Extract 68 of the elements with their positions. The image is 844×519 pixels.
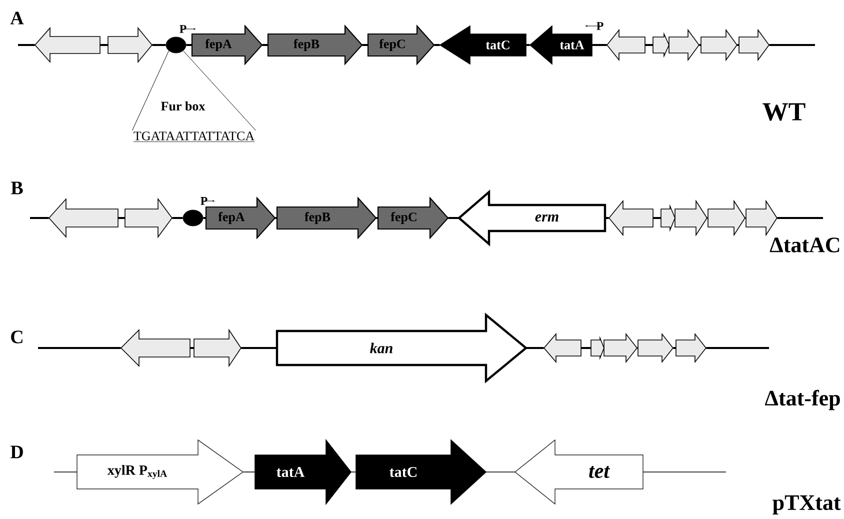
gene-symbol — [700, 28, 738, 62]
region-label: WT — [762, 103, 806, 121]
gene-symbol — [738, 28, 770, 62]
fur-box-ellipse — [182, 210, 204, 226]
sequence-text: TGATAATTATTATCA — [133, 132, 255, 142]
backbone-line — [18, 44, 35, 46]
gene-symbol — [668, 28, 700, 62]
backbone-line — [203, 217, 206, 219]
gene-symbol — [746, 200, 778, 236]
gene-symbol — [543, 332, 582, 364]
backbone-line — [707, 217, 708, 219]
panel-letter: C — [11, 330, 22, 344]
backbone-line — [581, 346, 591, 349]
backbone-line — [605, 217, 609, 219]
backbone-line — [673, 346, 676, 349]
gene-symbol — [34, 26, 100, 64]
backbone-line — [172, 217, 183, 219]
backbone-line — [526, 346, 544, 349]
gene-symbol — [590, 336, 604, 360]
backbone-line — [376, 217, 378, 219]
gene-symbol — [604, 332, 638, 364]
strain-label: pTXtat — [772, 495, 841, 515]
backbone-line — [526, 44, 530, 46]
backbone-line — [777, 217, 823, 219]
gene-symbol — [674, 200, 708, 236]
gene-symbol — [608, 200, 654, 236]
leader-line — [132, 50, 170, 131]
gene-symbol — [606, 28, 646, 62]
backbone-line — [653, 217, 661, 219]
backbone-line — [362, 44, 368, 46]
gene-symbol — [660, 204, 676, 232]
gene-symbol — [194, 328, 242, 368]
strain-label: ΔtatAC — [770, 238, 840, 252]
backbone-line — [592, 44, 607, 46]
gene-symbol — [124, 198, 172, 238]
strain-label: Δtat-fep — [765, 390, 840, 410]
backbone-line — [186, 44, 192, 46]
backbone-line — [152, 44, 166, 46]
backbone-line — [448, 217, 459, 219]
backbone-line — [118, 217, 125, 219]
gene-symbol — [676, 332, 706, 364]
gene-symbol — [638, 332, 674, 364]
region-label: Fur box — [161, 101, 206, 111]
gene-symbol — [120, 329, 190, 367]
gene-symbol — [708, 200, 746, 236]
backbone-line — [100, 44, 108, 46]
backbone-line — [241, 346, 277, 349]
panel-letter: B — [10, 182, 23, 194]
leader-line — [182, 50, 256, 131]
fur-box-ellipse — [166, 36, 186, 54]
backbone-line — [275, 217, 277, 219]
backbone-line — [637, 346, 638, 349]
gene-symbol — [108, 26, 153, 64]
gene-symbol — [48, 198, 118, 238]
backbone-line — [699, 44, 701, 46]
backbone-line — [38, 346, 121, 349]
backbone-line — [30, 217, 49, 219]
backbone-line — [190, 346, 194, 349]
backbone-line — [745, 217, 746, 219]
backbone-line — [769, 44, 815, 46]
backbone-line — [706, 346, 769, 349]
backbone-line — [645, 44, 653, 46]
backbone-line — [434, 44, 440, 46]
panel-letter: D — [10, 446, 23, 458]
panel-letter: A — [10, 12, 24, 24]
backbone-line — [737, 44, 739, 46]
gene-symbol — [652, 32, 670, 58]
backbone-line — [262, 44, 268, 46]
